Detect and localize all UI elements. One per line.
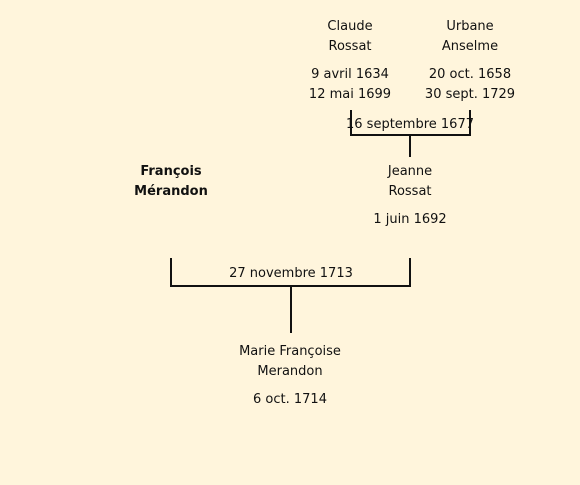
mother-birth-date: 1 juin 1692 [373, 212, 447, 227]
parents-bracket-left [170, 258, 172, 287]
grandmother-last-name: Anselme [441, 39, 499, 54]
grandparents-bracket-bottom [350, 134, 471, 136]
parents-bracket-bottom [170, 285, 411, 287]
child-birth-date: 6 oct. 1714 [253, 392, 327, 407]
grandparents-marriage-date: 16 septembre 1677 [346, 117, 474, 132]
parents-marriage-date: 27 novembre 1713 [229, 266, 353, 281]
father-last-name: Mérandon [134, 184, 208, 199]
parents-descent-line [290, 287, 292, 333]
mother-first-name: Jeanne [387, 164, 433, 179]
grandparents-bracket-right [469, 110, 471, 136]
grandmother-first-name: Urbane [446, 19, 494, 34]
grandfather-last-name: Rossat [328, 39, 372, 54]
grandfather-death-date: 12 mai 1699 [308, 87, 392, 102]
grandmother-birth-date: 20 oct. 1658 [428, 67, 512, 82]
grandfather-first-name: Claude [327, 19, 373, 34]
grandmother-death-date: 30 sept. 1729 [424, 87, 516, 102]
grandparents-descent-line [409, 136, 411, 157]
parents-bracket-right [409, 258, 411, 287]
child-first-name: Marie Françoise [239, 344, 341, 359]
mother-last-name: Rossat [388, 184, 432, 199]
grandfather-birth-date: 9 avril 1634 [311, 67, 389, 82]
grandparents-bracket-left [350, 110, 352, 136]
father-first-name: François [140, 164, 202, 179]
child-last-name: Merandon [257, 364, 323, 379]
